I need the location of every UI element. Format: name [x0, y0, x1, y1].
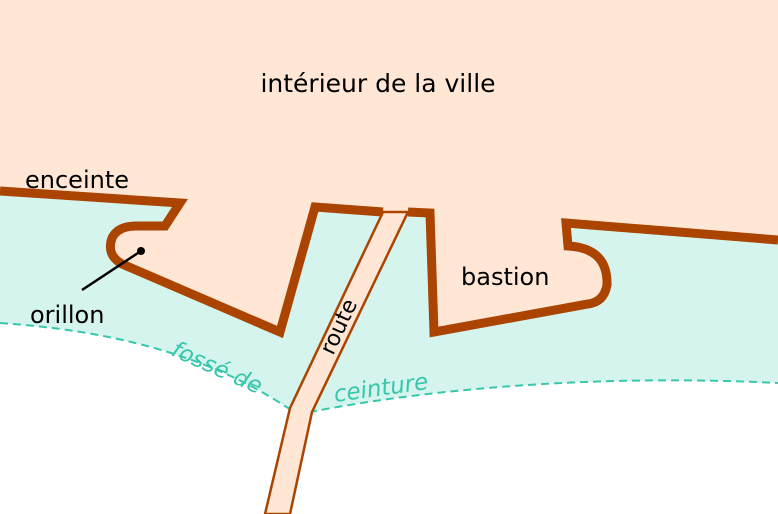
- label-enceinte: enceinte: [25, 166, 129, 194]
- moat-boundary-line: [0, 322, 778, 414]
- orillon-pointer: [81, 249, 142, 292]
- orillon-pointer-dot: [137, 247, 145, 255]
- label-bastion: bastion: [461, 263, 549, 291]
- label-orillon: orillon: [30, 301, 104, 329]
- bastion-wall: [407, 207, 778, 338]
- label-interior: intérieur de la ville: [260, 69, 495, 98]
